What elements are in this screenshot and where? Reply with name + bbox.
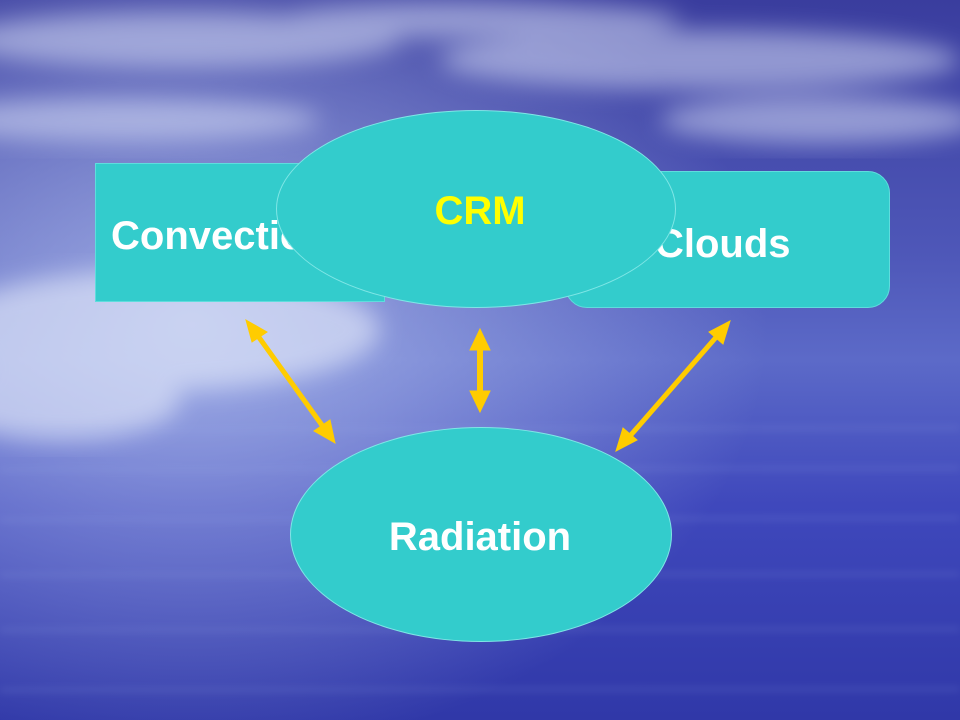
crm-ellipse [276, 110, 676, 308]
radiation-ellipse [290, 427, 672, 642]
convection-radiation-arrow [245, 318, 336, 444]
clouds-label: Clouds [655, 222, 791, 266]
crm-label: CRM [434, 189, 526, 233]
crm-radiation-arrow [469, 327, 491, 414]
clouds-radiation-arrow [615, 320, 731, 452]
radiation-label: Radiation [388, 515, 572, 559]
